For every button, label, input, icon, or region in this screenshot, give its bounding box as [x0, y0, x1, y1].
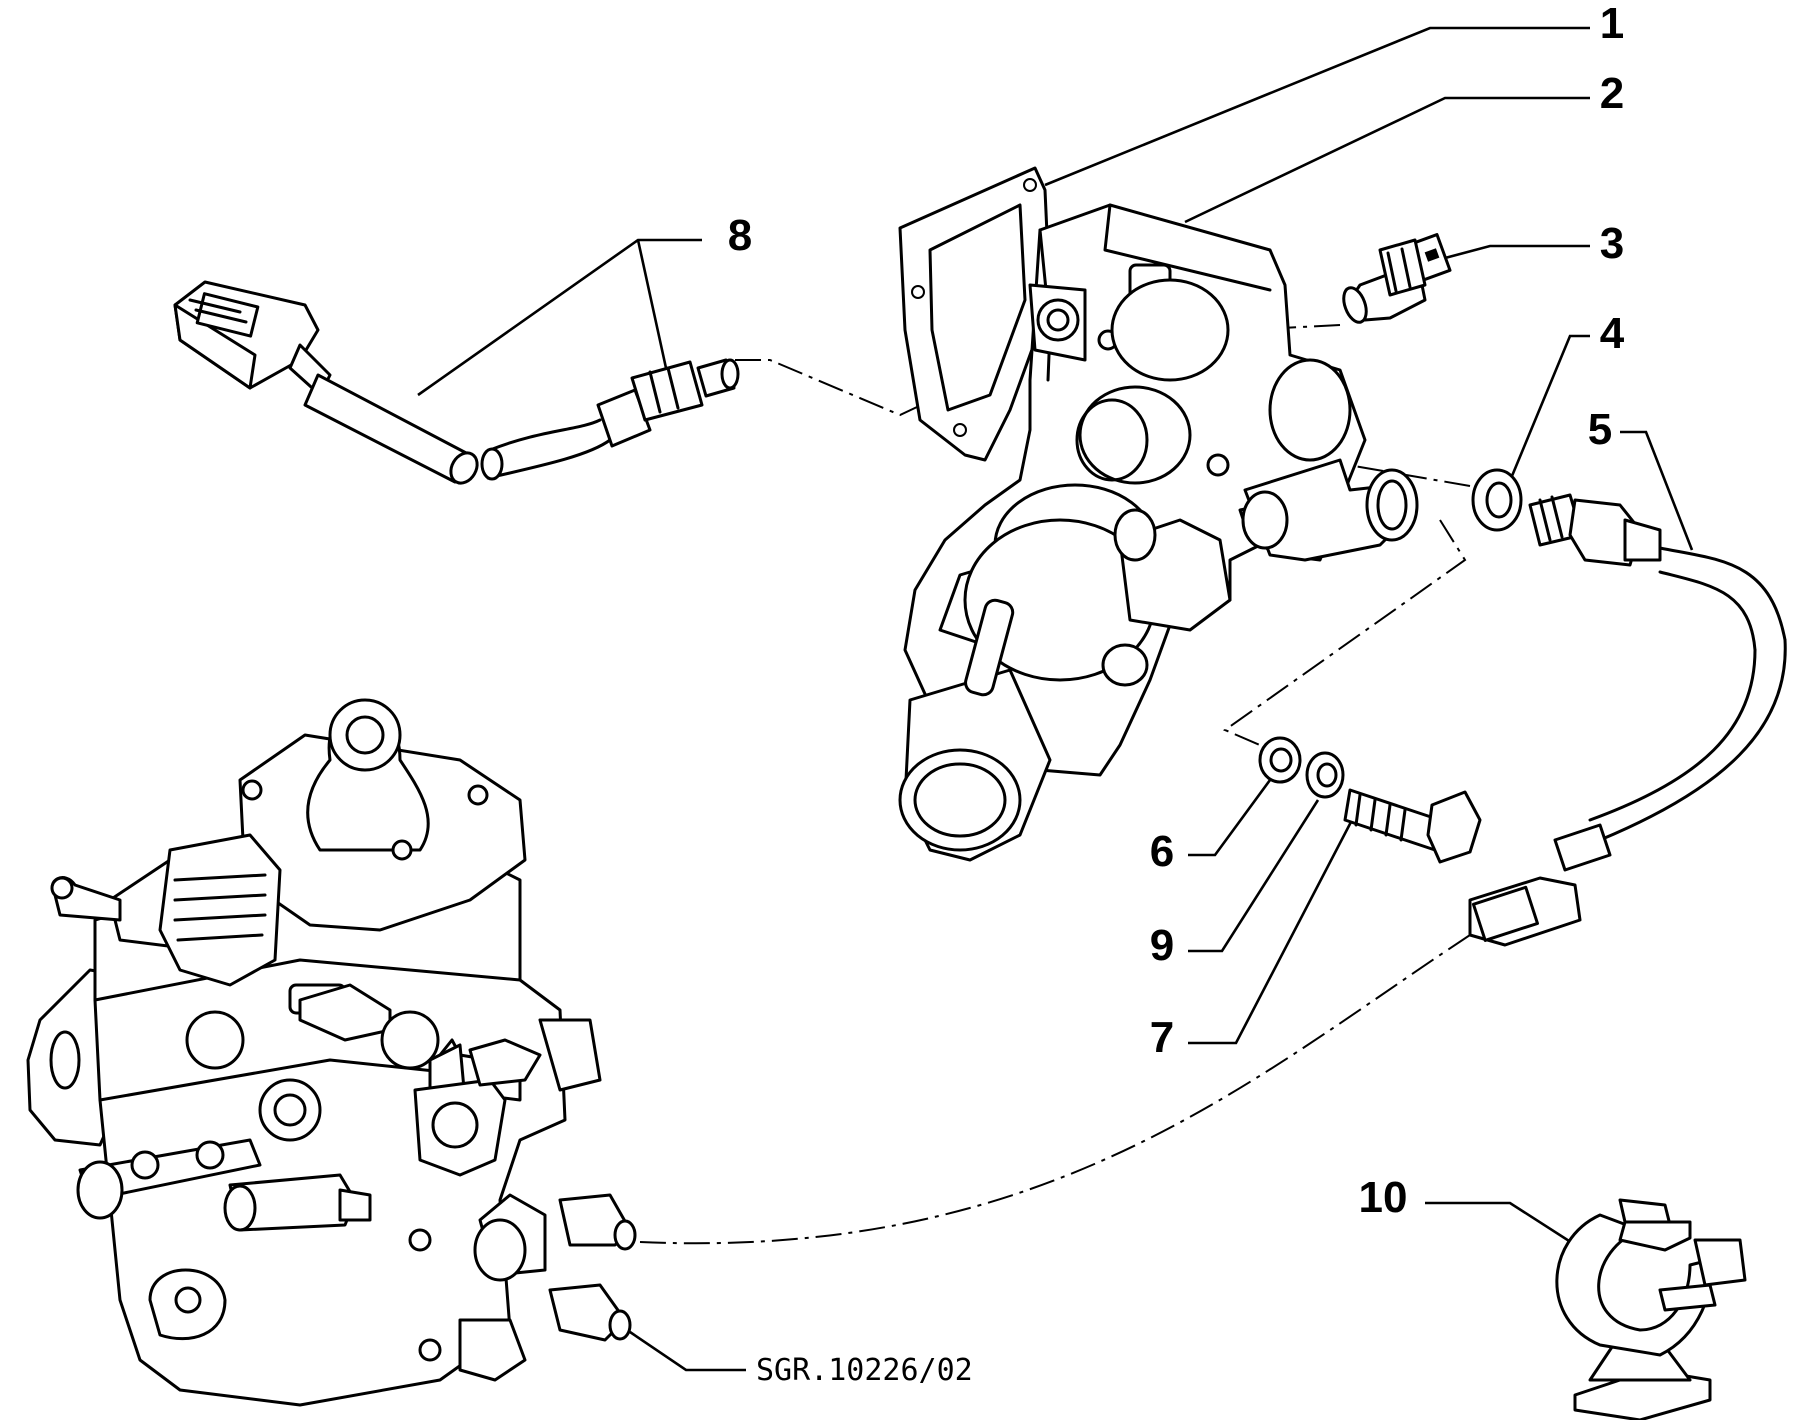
leader-6 [1188, 779, 1272, 857]
callout-labels: 1 2 3 4 5 6 9 7 8 10 SGR.10226/02 [728, 0, 1625, 1388]
callout-6: 6 [1150, 827, 1174, 876]
part-9-washer [1305, 751, 1345, 799]
part-8-temperature-sensor [173, 280, 740, 485]
callout-1: 1 [1600, 0, 1624, 48]
callout-7: 7 [1150, 1013, 1174, 1062]
injection-pump [26, 698, 637, 1407]
leader-2 [1184, 96, 1590, 224]
callout-8: 8 [728, 211, 752, 260]
callout-2: 2 [1600, 69, 1624, 118]
leader-8b [636, 239, 668, 369]
leader-1 [1044, 26, 1590, 187]
leader-7 [1188, 819, 1354, 1045]
part-6-washer [1258, 736, 1302, 784]
leader-ref [629, 1330, 746, 1372]
leader-10 [1425, 1201, 1581, 1250]
part-1-gasket [898, 166, 1052, 462]
leader-lines [417, 26, 1694, 1372]
callout-3: 3 [1600, 219, 1624, 268]
leader-3 [1429, 244, 1590, 264]
part-5-temperature-sensor [1468, 493, 1787, 947]
callout-10: 10 [1359, 1173, 1408, 1222]
callout-5: 5 [1588, 405, 1612, 454]
leader-5 [1620, 430, 1694, 551]
part-2-thermostat-housing [898, 203, 1419, 862]
drawing-reference: SGR.10226/02 [756, 1353, 973, 1388]
callout-9: 9 [1150, 921, 1174, 970]
part-10-cable-clip [1555, 1198, 1747, 1420]
callout-4: 4 [1600, 309, 1625, 358]
part-3-temperature-sender [1342, 233, 1452, 324]
part-7-bolt [1343, 788, 1482, 864]
part-4-sealing-washer [1471, 468, 1523, 532]
leader-4 [1510, 334, 1590, 477]
leader-9 [1188, 799, 1320, 953]
